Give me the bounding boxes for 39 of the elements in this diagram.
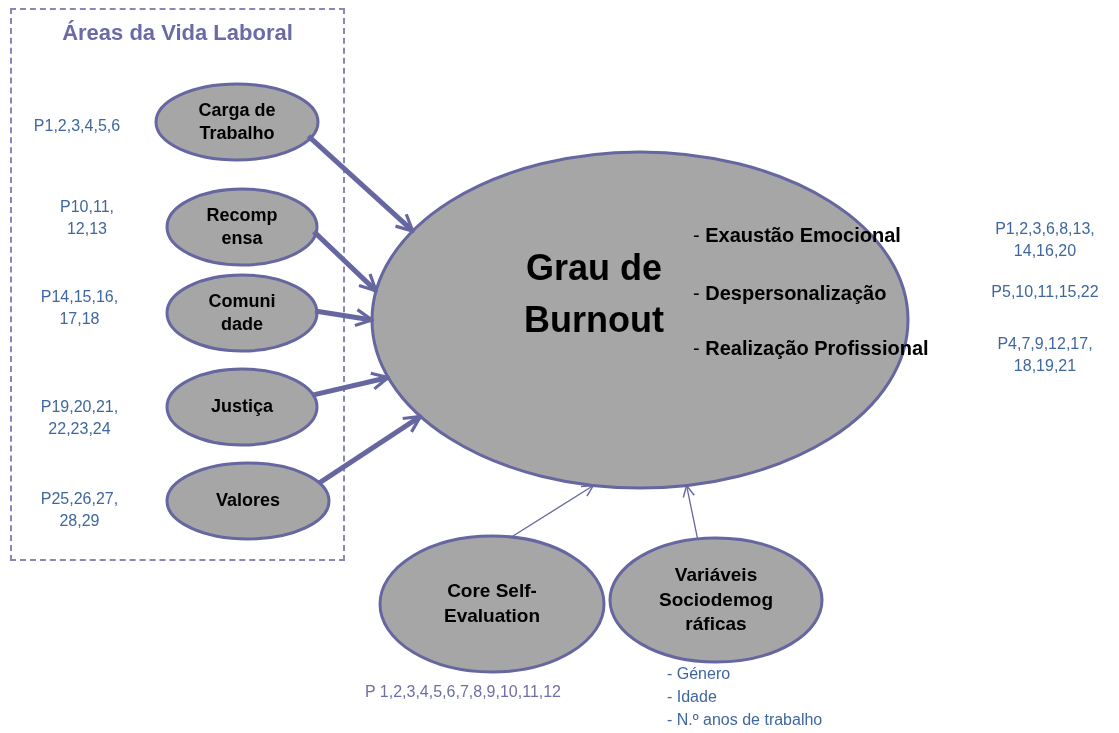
item-numbers: P5,10,11,15,22 bbox=[990, 282, 1100, 302]
node-label: Recomp ensa bbox=[205, 203, 279, 250]
item-numbers: P1,2,3,4,5,6 bbox=[32, 116, 122, 136]
arrow bbox=[314, 308, 374, 327]
oval-node bbox=[156, 84, 318, 160]
arrow bbox=[312, 229, 378, 293]
item-numbers: - Género bbox=[667, 664, 732, 684]
node-label: Justiça bbox=[209, 395, 274, 419]
arrow bbox=[510, 484, 595, 538]
arrow bbox=[318, 414, 423, 486]
item-numbers: P10,11, 12,13 bbox=[59, 197, 115, 240]
node-label: Comuni dade bbox=[207, 289, 277, 336]
node-label: Core Self- Evaluation bbox=[442, 579, 542, 628]
item-numbers: P4,7,9,12,17, 18,19,21 bbox=[996, 334, 1094, 377]
item-numbers: - N.º anos de trabalho bbox=[667, 710, 824, 730]
dimension-item: - Despersonalização bbox=[693, 281, 887, 306]
oval-node bbox=[610, 538, 822, 662]
node-label: Valores bbox=[214, 489, 281, 513]
dimension-item: - Realização Profissional bbox=[693, 336, 929, 361]
arrow bbox=[311, 371, 390, 398]
node-label: Carga de Trabalho bbox=[197, 98, 277, 145]
item-numbers: P 1,2,3,4,5,6,7,8,9,10,11,12 bbox=[365, 682, 562, 702]
group-frame bbox=[10, 8, 345, 561]
oval-node bbox=[167, 369, 317, 445]
arrow bbox=[682, 484, 699, 540]
oval-node bbox=[380, 536, 604, 672]
group-title: Áreas da Vida Laboral bbox=[61, 19, 294, 47]
oval-node bbox=[167, 275, 317, 351]
item-numbers: P1,2,3,6,8,13, 14,16,20 bbox=[994, 219, 1096, 262]
node-label: Variáveis Sociodemog ráficas bbox=[658, 562, 774, 637]
item-numbers: - Idade bbox=[667, 687, 718, 707]
oval-node bbox=[167, 189, 317, 265]
item-numbers: P25,26,27, 28,29 bbox=[39, 489, 120, 532]
oval-node bbox=[167, 463, 329, 539]
dimension-item: - Exaustão Emocional bbox=[693, 223, 901, 248]
arrow bbox=[306, 134, 415, 233]
item-numbers: P14,15,16, 17,18 bbox=[39, 287, 120, 330]
item-numbers: P19,20,21, 22,23,24 bbox=[39, 397, 120, 440]
node-title: Grau de Burnout bbox=[523, 246, 665, 343]
